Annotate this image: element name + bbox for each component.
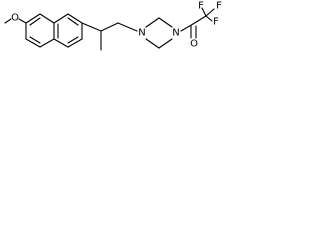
naphthalene-bond bbox=[39, 38, 55, 48]
atom-label-methoxy-o: O bbox=[11, 13, 19, 24]
chemical-structure: O bbox=[4, 1, 222, 51]
ch2-n-bond bbox=[117, 22, 138, 32]
piperazine-bond bbox=[145, 38, 160, 49]
atom-label-carbonyl-o: O bbox=[190, 39, 198, 50]
aryl-ch-bond bbox=[81, 22, 102, 32]
piperazine-ring: N N bbox=[138, 17, 180, 49]
carbonyl-cf3-bond bbox=[192, 15, 207, 25]
naphthalene-ring-system bbox=[25, 13, 83, 48]
c-f-bond bbox=[205, 15, 213, 22]
naphthalene-bond bbox=[67, 38, 83, 48]
ch-ch2-bond bbox=[100, 22, 119, 32]
naphthalene-double-bond bbox=[67, 36, 79, 44]
piperazine-bond bbox=[145, 17, 160, 28]
c-f-bond bbox=[201, 7, 207, 17]
naphthalene-bond bbox=[67, 13, 83, 24]
naphthalene-bond bbox=[53, 38, 69, 48]
naphthalene-bond bbox=[53, 13, 69, 24]
atom-label-fluorine-1: F bbox=[216, 1, 222, 12]
atom-label-fluorine-2: F bbox=[198, 1, 204, 12]
methyl-o-bond bbox=[4, 18, 12, 24]
atom-label-piperazine-n-right: N bbox=[172, 28, 179, 39]
naphthalene-bond bbox=[39, 13, 55, 24]
propyl-linker bbox=[81, 22, 138, 51]
atom-label-fluorine-3: F bbox=[213, 17, 219, 28]
naphthalene-double-bond bbox=[67, 17, 79, 26]
structure-canvas: O bbox=[0, 0, 238, 77]
n-carbonyl-bond bbox=[180, 23, 194, 32]
naphthalene-double-bond bbox=[29, 17, 41, 26]
piperazine-bond bbox=[158, 17, 173, 28]
piperazine-bond bbox=[158, 38, 173, 49]
trifluoroacetyl-group: O F F F bbox=[180, 1, 222, 50]
c-f-bond bbox=[205, 8, 215, 17]
naphthalene-bond bbox=[25, 38, 41, 48]
o-aryl-bond bbox=[18, 18, 27, 24]
naphthalene-bond bbox=[25, 13, 41, 24]
methoxy-group: O bbox=[4, 13, 27, 24]
naphthalene-double-bond bbox=[29, 36, 41, 44]
atom-label-piperazine-n-left: N bbox=[138, 28, 145, 39]
